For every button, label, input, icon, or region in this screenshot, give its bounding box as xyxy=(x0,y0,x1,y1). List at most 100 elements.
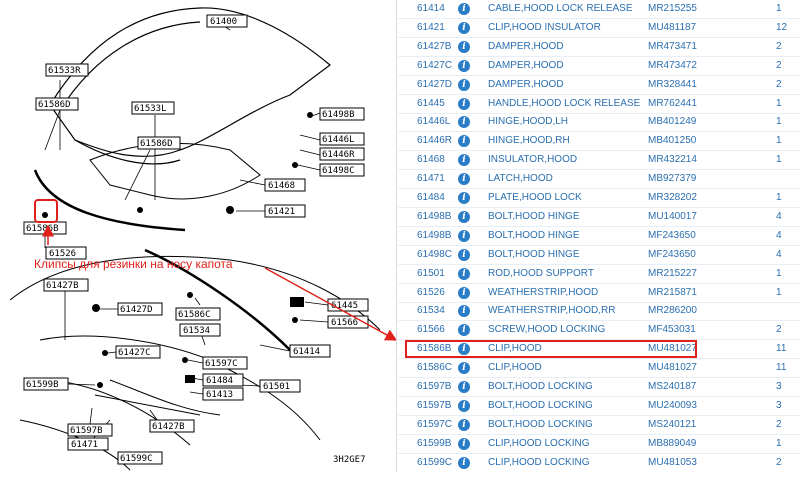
part-code-link[interactable]: MS240187 xyxy=(648,381,697,392)
part-number-link[interactable]: 61526 xyxy=(417,286,445,298)
part-code-link[interactable]: MU481053 xyxy=(648,456,697,468)
part-code-link[interactable]: MR328202 xyxy=(648,192,697,203)
part-code-link[interactable]: MU481027 xyxy=(648,362,697,374)
part-code-link[interactable]: MF243650 xyxy=(648,248,696,260)
part-number-link[interactable]: 61427D xyxy=(417,78,453,90)
part-code-link[interactable]: MR286200 xyxy=(648,305,697,317)
info-icon[interactable]: i xyxy=(458,135,470,148)
info-icon[interactable]: i xyxy=(458,78,470,91)
part-number-link[interactable]: 61414 xyxy=(417,3,445,14)
part-number-link[interactable]: 61501 xyxy=(417,267,445,279)
info-icon[interactable]: i xyxy=(458,210,470,223)
info-icon[interactable]: i xyxy=(458,192,470,204)
part-code-link[interactable]: MU481027 xyxy=(648,343,697,355)
part-number-link[interactable]: 61471 xyxy=(417,173,445,185)
part-code-link[interactable]: MR215255 xyxy=(648,3,697,14)
info-icon[interactable]: i xyxy=(458,437,470,450)
part-number-link[interactable]: 61599B xyxy=(417,437,452,449)
info-icon[interactable]: i xyxy=(458,3,470,15)
part-number-link[interactable]: 61427C xyxy=(417,59,453,71)
part-code-link[interactable]: MF453031 xyxy=(648,324,696,336)
part-code-link[interactable]: MR215871 xyxy=(648,286,697,298)
part-number-link[interactable]: 61597B xyxy=(417,399,452,411)
part-number-link[interactable]: 61586B xyxy=(417,343,452,355)
part-number-link[interactable]: 61446L xyxy=(417,116,451,128)
part-code-link[interactable]: MU140017 xyxy=(648,210,697,222)
part-code-link[interactable]: MR215227 xyxy=(648,267,697,279)
part-number-link[interactable]: 61586C xyxy=(417,362,453,374)
part-number-link[interactable]: 61427B xyxy=(417,40,452,52)
info-icon[interactable]: i xyxy=(458,286,470,299)
part-number-link[interactable]: 61566 xyxy=(417,324,445,336)
part-number-link[interactable]: 61534 xyxy=(417,305,445,317)
info-icon[interactable]: i xyxy=(458,324,470,337)
info-icon[interactable]: i xyxy=(458,40,470,53)
part-code-link[interactable]: MU481187 xyxy=(648,21,697,33)
part-number-link[interactable]: 61498B xyxy=(417,210,452,222)
info-icon[interactable]: i xyxy=(458,173,470,186)
info-icon[interactable]: i xyxy=(458,59,470,72)
part-number-link[interactable]: 61484 xyxy=(417,192,445,203)
part-number-link[interactable]: 61446R xyxy=(417,135,453,147)
part-number-link[interactable]: 61597C xyxy=(417,418,453,430)
info-icon[interactable]: i xyxy=(458,399,470,412)
info-icon[interactable]: i xyxy=(458,267,470,280)
part-code-link[interactable]: MB401250 xyxy=(648,135,697,147)
info-icon[interactable]: i xyxy=(458,305,470,318)
info-icon[interactable]: i xyxy=(458,418,470,431)
info-icon[interactable]: i xyxy=(458,248,470,261)
part-code-link[interactable]: MB401249 xyxy=(648,116,697,128)
part-code-link[interactable]: MR762441 xyxy=(648,97,697,109)
info-icon[interactable]: i xyxy=(458,381,470,393)
info-icon[interactable]: i xyxy=(458,456,470,469)
info-icon[interactable]: i xyxy=(458,154,470,167)
part-code-link[interactable]: MF243650 xyxy=(648,229,696,241)
info-icon[interactable]: i xyxy=(458,343,470,356)
part-number-link[interactable]: 61498C xyxy=(417,248,453,260)
part-number-link[interactable]: 61421 xyxy=(417,21,445,33)
part-code-link[interactable]: MB927379 xyxy=(648,173,697,185)
part-number-link[interactable]: 61468 xyxy=(417,154,445,166)
part-code-link[interactable]: MB889049 xyxy=(648,437,697,449)
info-icon[interactable]: i xyxy=(458,97,470,110)
info-icon[interactable]: i xyxy=(458,116,470,129)
part-code-link[interactable]: MR473472 xyxy=(648,59,697,71)
info-icon[interactable]: i xyxy=(458,229,470,242)
part-number-link[interactable]: 61599C xyxy=(417,456,453,468)
part-number-link[interactable]: 61498B xyxy=(417,229,452,241)
part-code-link[interactable]: MR328441 xyxy=(648,78,697,90)
part-code-link[interactable]: MR432214 xyxy=(648,154,697,166)
info-icon[interactable]: i xyxy=(458,362,470,375)
part-code-link[interactable]: MR473471 xyxy=(648,40,697,52)
info-icon[interactable]: i xyxy=(458,21,470,34)
part-number-link[interactable]: 61445 xyxy=(417,97,445,109)
part-number-link[interactable]: 61597B xyxy=(417,381,452,392)
part-code-link[interactable]: MS240121 xyxy=(648,418,697,430)
part-code-link[interactable]: MU240093 xyxy=(648,399,697,411)
